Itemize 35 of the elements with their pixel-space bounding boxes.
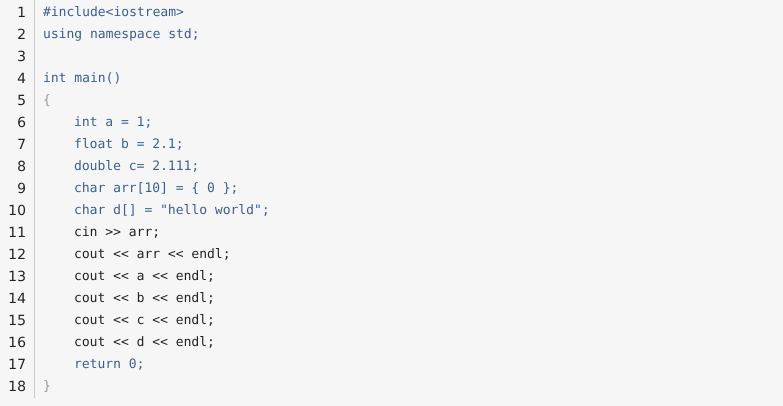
code-line: cout << arr << endl; xyxy=(74,246,231,264)
code-line: cout << b << endl; xyxy=(74,290,215,308)
code-line: int main() xyxy=(43,70,122,88)
line-number: 5 xyxy=(17,92,26,110)
line-number: 4 xyxy=(17,70,26,88)
code-line: char d[] = "hello world"; xyxy=(74,202,270,220)
code-line: return 0; xyxy=(74,356,144,374)
line-number: 7 xyxy=(17,136,26,154)
code-line: char arr[10] = { 0 }; xyxy=(74,180,238,198)
code-line: using namespace std; xyxy=(43,26,200,44)
line-number: 13 xyxy=(8,268,26,286)
line-number: 15 xyxy=(8,312,26,330)
code-line: { xyxy=(43,92,51,110)
line-number: 6 xyxy=(17,114,26,132)
line-number: 10 xyxy=(8,202,26,220)
code-line: cin >> arr; xyxy=(74,224,160,242)
line-number: 8 xyxy=(17,158,26,176)
line-number: 1 xyxy=(17,4,26,22)
line-number: 16 xyxy=(8,334,26,352)
line-number: 18 xyxy=(8,378,26,396)
line-number: 17 xyxy=(8,356,26,374)
code-line: cout << d << endl; xyxy=(74,334,215,352)
code-line: #include<iostream> xyxy=(43,4,184,22)
code-line: int a = 1; xyxy=(74,114,152,132)
code-line: cout << c << endl; xyxy=(74,312,215,330)
line-number: 14 xyxy=(8,290,26,308)
line-number: 11 xyxy=(8,224,26,242)
code-line: double c= 2.111; xyxy=(74,158,200,176)
line-number: 9 xyxy=(17,180,26,198)
line-number: 2 xyxy=(17,26,26,44)
code-line: cout << a << endl; xyxy=(74,268,215,286)
code-line: float b = 2.1; xyxy=(74,136,184,154)
code-line: } xyxy=(43,378,51,396)
line-number: 3 xyxy=(17,48,26,66)
line-number: 12 xyxy=(8,246,26,264)
